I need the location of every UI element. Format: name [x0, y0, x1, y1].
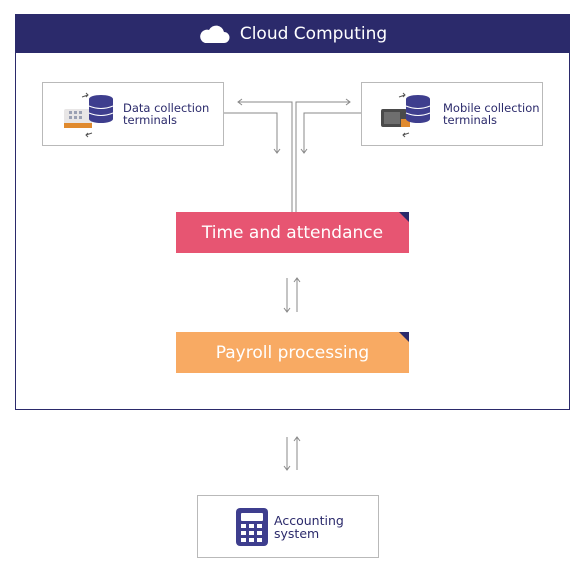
- corner-fold: [399, 332, 409, 342]
- terminal-database-icon: [64, 92, 114, 138]
- arrow-to-mobile-terminals: [295, 101, 350, 212]
- arrow-from-mobile-terminals: [303, 112, 361, 153]
- corner-fold: [399, 212, 409, 222]
- accounting-label-line1: Accounting: [274, 512, 344, 528]
- cloud-computing-title: Cloud Computing: [239, 24, 388, 44]
- arrow-to-data-terminals: [238, 101, 293, 212]
- cloud-icon: [200, 25, 230, 43]
- accounting-system-box: Accounting system: [197, 495, 379, 558]
- payroll-processing-box: Payroll processing: [176, 332, 409, 373]
- calculator-icon: [236, 507, 268, 546]
- data-collection-label-line2: terminals: [123, 113, 178, 127]
- arrow-from-data-terminals: [224, 112, 278, 153]
- accounting-label-line2: system: [274, 525, 320, 541]
- cloud-computing-header: Cloud Computing: [16, 15, 569, 53]
- mobile-collection-label-line2: terminals: [443, 113, 498, 127]
- mobile-database-icon: [381, 92, 431, 138]
- mobile-collection-label-line1: Mobile collection: [443, 101, 540, 115]
- time-and-attendance-box: Time and attendance: [176, 212, 409, 253]
- mobile-collection-terminals-box: Mobile collection terminals: [361, 82, 543, 146]
- time-and-attendance-label: Time and attendance: [201, 222, 384, 243]
- data-collection-terminals-box: Data collection terminals: [42, 82, 224, 146]
- data-collection-label-line1: Data collection: [123, 101, 210, 115]
- payroll-processing-label: Payroll processing: [215, 342, 370, 363]
